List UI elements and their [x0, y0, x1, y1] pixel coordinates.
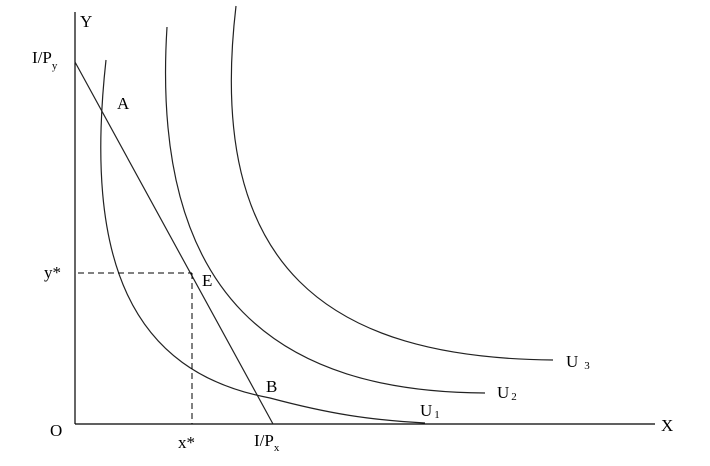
budget-line: [74, 61, 274, 425]
origin-label: O: [50, 421, 62, 440]
point-e-label: E: [202, 271, 212, 290]
y-axis-label: Y: [80, 12, 92, 31]
y-intercept-label: I/Py: [32, 48, 58, 72]
point-b-label: B: [266, 377, 277, 396]
y-star-label: y*: [44, 263, 61, 282]
x-star-label: x*: [178, 433, 195, 452]
indifference-curve-u3: [230, 5, 554, 361]
x-intercept-label: I/Px: [254, 431, 280, 454]
indifference-curve-u1: [100, 59, 426, 424]
indifference-curve-u2: [165, 26, 486, 394]
x-axis-label: X: [661, 416, 673, 435]
point-a-label: A: [117, 94, 130, 113]
